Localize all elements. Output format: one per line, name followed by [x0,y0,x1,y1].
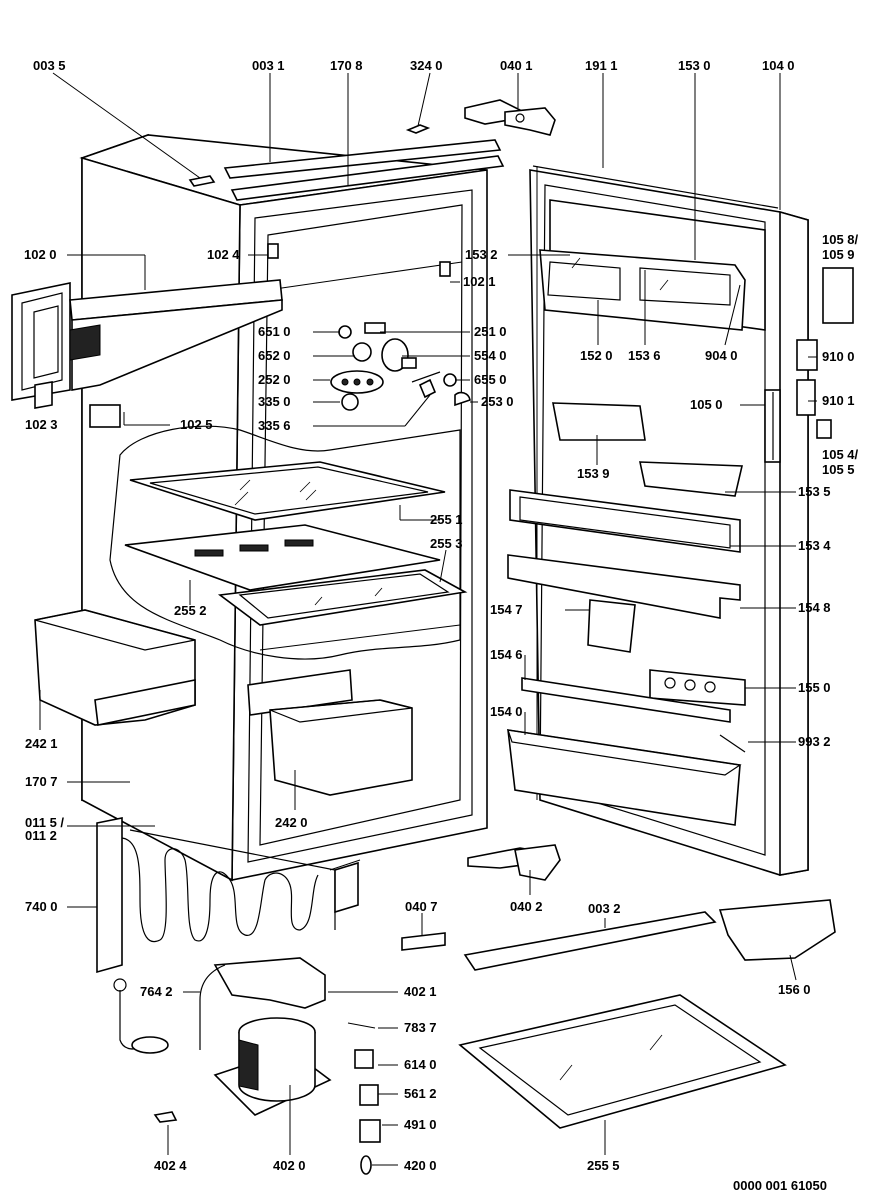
label-491-0: 491 0 [404,1117,437,1132]
label-011-5: 011 5 / [25,815,64,830]
label-156-0: 156 0 [778,982,811,997]
label-102-0: 102 0 [24,247,57,262]
label-652-0: 652 0 [258,348,291,363]
leader-lines [39,72,817,1166]
label-253-0: 253 0 [481,394,514,409]
hinge-top [464,99,556,136]
label-153-6: 153 6 [628,348,661,363]
label-040-7: 040 7 [405,899,438,914]
door-hardware [764,267,854,463]
label-252-0: 252 0 [258,372,291,387]
door-shelves [507,402,746,826]
label-153-0: 153 0 [678,58,711,73]
label-993-2: 993 2 [798,734,831,749]
label-105-8: 105 8/ [822,232,859,247]
label-242-0: 242 0 [275,815,308,830]
label-153-4: 153 4 [798,538,831,553]
label-554-0: 554 0 [474,348,507,363]
label-655-0: 655 0 [474,372,507,387]
label-040-2: 040 2 [510,899,543,914]
label-105-5: 105 5 [822,462,855,477]
label-904-0: 904 0 [705,348,738,363]
compressor [153,957,381,1175]
hinge-bottom [467,844,561,881]
label-003-5: 003 5 [33,58,66,73]
label-335-6: 335 6 [258,418,291,433]
label-255-3: 255 3 [430,536,463,551]
label-651-0: 651 0 [258,324,291,339]
label-255-2: 255 2 [174,603,207,618]
label-910-1: 910 1 [822,393,855,408]
label-154-8: 154 8 [798,600,831,615]
label-102-4: 102 4 [207,247,240,262]
label-242-1: 242 1 [25,736,58,751]
label-402-1: 402 1 [404,984,437,999]
label-561-2: 561 2 [404,1086,437,1101]
label-783-7: 783 7 [404,1020,437,1035]
document-number: 0000 001 61050 [733,1178,827,1193]
label-155-0: 155 0 [798,680,831,695]
label-040-1: 040 1 [500,58,533,73]
label-105-4: 105 4/ [822,447,859,462]
label-011-2: 011 2 [25,828,57,843]
crisper-right [247,669,413,796]
bottom-parts [401,899,836,1129]
label-191-1: 191 1 [585,58,618,73]
label-105-0: 105 0 [690,397,723,412]
part-labels: 003 5 003 1 170 8 324 0 040 1 191 1 153 … [24,58,859,1193]
label-170-8: 170 8 [330,58,363,73]
label-740-0: 740 0 [25,899,58,914]
label-153-2: 153 2 [465,247,498,262]
label-102-1: 102 1 [463,274,496,289]
label-402-4: 402 4 [154,1158,187,1173]
glass-shelf-lower [124,524,468,626]
label-910-0: 910 0 [822,349,855,364]
condenser [96,817,361,1054]
label-251-0: 251 0 [474,324,507,339]
label-614-0: 614 0 [404,1057,437,1072]
crisper-left [34,609,196,726]
label-154-6: 154 6 [490,647,523,662]
label-003-2: 003 2 [588,901,621,916]
label-402-0: 402 0 [273,1158,306,1173]
label-102-5: 102 5 [180,417,213,432]
label-153-5: 153 5 [798,484,831,499]
label-335-0: 335 0 [258,394,291,409]
label-102-3: 102 3 [25,417,58,432]
label-152-0: 152 0 [580,348,613,363]
label-324-0: 324 0 [410,58,443,73]
label-153-9: 153 9 [577,466,610,481]
label-170-7: 170 7 [25,774,58,789]
top-strips [188,124,505,201]
label-255-5: 255 5 [587,1158,620,1173]
label-105-9: 105 9 [822,247,855,262]
glass-shelf-upper [129,461,446,521]
label-420-0: 420 0 [404,1158,437,1173]
label-154-0: 154 0 [490,704,523,719]
label-104-0: 104 0 [762,58,795,73]
thermostat-parts [330,322,471,411]
label-003-1: 003 1 [252,58,285,73]
label-154-7: 154 7 [490,602,523,617]
freezer-small-parts [89,243,451,428]
label-764-2: 764 2 [140,984,173,999]
label-255-1: 255 1 [430,512,463,527]
freezer-door [11,279,283,409]
